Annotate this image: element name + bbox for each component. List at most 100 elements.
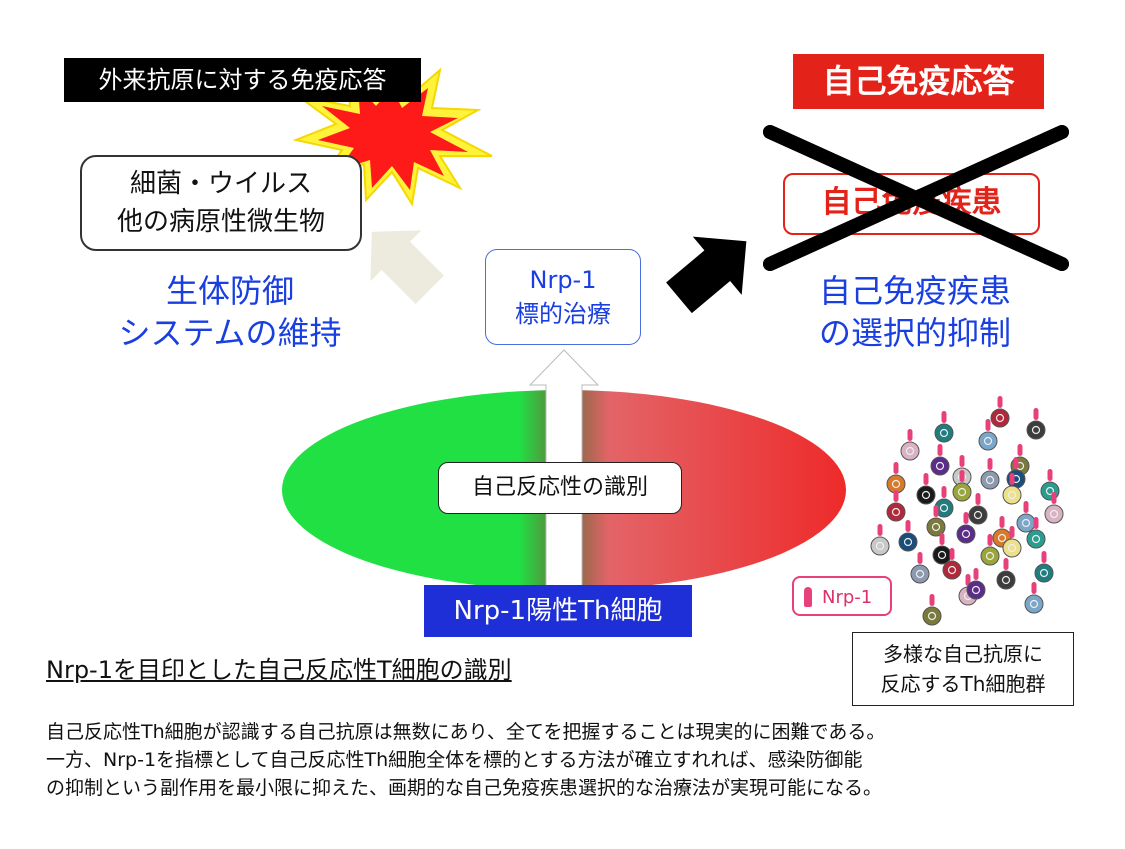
nrp-marker-icon: [1013, 457, 1019, 469]
treatment-box: Nrp-1 標的治療: [485, 249, 641, 345]
cell-nucleus-icon: [891, 479, 901, 489]
cell-nucleus-icon: [1007, 490, 1017, 500]
th-cell-icon: [980, 546, 1000, 566]
nrp-marker-icon: [941, 486, 947, 498]
th-cell-icon: [942, 560, 962, 580]
nrp-marker-icon: [907, 429, 913, 441]
cell-nucleus-icon: [939, 428, 949, 438]
treatment-line-1: Nrp-1: [529, 266, 597, 294]
nrp-marker-icon: [1033, 408, 1039, 420]
nrp-marker-icon: [1047, 469, 1053, 481]
cell-nucleus-icon: [1029, 599, 1039, 609]
body-line-3: の抑制という副作用を最小限に抑えた、画期的な自己免疫疾患選択的な治療法が実現可能…: [46, 777, 883, 799]
nrp-legend-label: Nrp-1: [822, 587, 873, 608]
nrp-marker-icon: [929, 594, 935, 606]
nrp-marker-icon: [959, 455, 965, 467]
nrp-marker-icon: [965, 574, 971, 586]
defense-line-1: 生体防御: [165, 272, 294, 310]
cell-nucleus-icon: [1045, 486, 1055, 496]
body-line-2: 一方、Nrp-1を指標として自己反応性Th細胞全体を標的とする方法が確立すれれば…: [46, 749, 863, 771]
defense-arrow-icon: [370, 230, 444, 304]
nrp-legend: Nrp-1: [792, 576, 892, 616]
nrp-marker-icon: [877, 524, 883, 536]
treatment-line-2: 標的治療: [515, 300, 611, 328]
autoimmune-response-label: 自己免疫応答: [793, 54, 1044, 109]
recognition-label: 自己反応性の識別: [438, 462, 682, 514]
cell-nucleus-icon: [973, 510, 983, 520]
nrp-marker-icon: [893, 462, 899, 474]
th-cell-icon: [968, 505, 988, 525]
cell-nucleus-icon: [915, 569, 925, 579]
cell-nucleus-icon: [903, 537, 913, 547]
th-cell-icon: [886, 502, 906, 522]
defense-line-2: システムの維持: [118, 314, 342, 352]
cell-nucleus-icon: [997, 533, 1007, 543]
nrp-marker-icon: [1009, 473, 1015, 485]
nrp-marker-icon: [905, 520, 911, 532]
diverse-line-2: 反応するTh細胞群: [880, 672, 1046, 696]
th-cell-icon: [916, 485, 936, 505]
cell-nucleus-icon: [875, 541, 885, 551]
nrp-marker-icon: [923, 473, 929, 485]
nrp-marker-icon: [1017, 444, 1023, 456]
th-cell-icon: [956, 524, 976, 544]
th-cell-icon: [910, 564, 930, 584]
body-line-1: 自己反応性Th細胞が認識する自己抗原は無数にあり、全てを把握することは現実的に困…: [46, 721, 886, 743]
th-cell-icon: [898, 532, 918, 552]
nrp-marker-icon: [939, 533, 945, 545]
cell-nucleus-icon: [985, 551, 995, 561]
th-cell-icon: [1016, 513, 1036, 533]
nrp-marker-icon: [1051, 492, 1057, 504]
nrp-marker-icon: [985, 419, 991, 431]
suppression-line-1: 自己免疫疾患: [818, 272, 1011, 310]
pathogen-line-1: 細菌・ウイルス: [129, 169, 312, 199]
pathogen-box: 細菌・ウイルス 他の病原性微生物: [80, 155, 362, 251]
cell-nucleus-icon: [983, 436, 993, 446]
th-cell-icon: [1026, 420, 1046, 440]
th-cell-icon: [952, 482, 972, 502]
nrp-marker-icon: [975, 493, 981, 505]
cell-nucleus-icon: [1007, 543, 1017, 553]
disease-box: 自己免疫疾患: [783, 173, 1040, 235]
cell-nucleus-icon: [971, 585, 981, 595]
nrp-marker-icon: [804, 587, 812, 607]
cell-nucleus-icon: [985, 475, 995, 485]
cell-nucleus-icon: [957, 487, 967, 497]
nrp-marker-icon: [959, 470, 965, 482]
nrp-marker-icon: [941, 411, 947, 423]
diverse-cells-label: 多様な自己抗原に 反応するTh細胞群: [852, 632, 1074, 706]
th-cell-icon: [978, 431, 998, 451]
nrp-marker-icon: [917, 552, 923, 564]
th-cell-icon: [996, 570, 1016, 590]
cell-nucleus-icon: [905, 446, 915, 456]
suppression-line-2: の選択的抑制: [818, 314, 1011, 352]
cell-nucleus-icon: [939, 503, 949, 513]
nrp-marker-icon: [1003, 558, 1009, 570]
nrp-marker-icon: [987, 458, 993, 470]
cell-nucleus-icon: [921, 490, 931, 500]
th-cell-icon: [1026, 529, 1046, 549]
nrp-marker-icon: [1033, 517, 1039, 529]
th-cell-icon: [922, 606, 942, 626]
cell-nucleus-icon: [937, 550, 947, 560]
cell-nucleus-icon: [1049, 509, 1059, 519]
nrp-marker-icon: [1009, 526, 1015, 538]
section-heading: Nrp-1を目印とした自己反応性T細胞の識別: [46, 656, 512, 684]
suppression-label: 自己免疫疾患 の選択的抑制: [780, 270, 1050, 354]
th-cell-label: Nrp-1陽性Th細胞: [424, 585, 692, 637]
th-cell-icon: [1024, 594, 1044, 614]
nrp-marker-icon: [997, 396, 1003, 408]
th-cell-icon: [900, 441, 920, 461]
nrp-marker-icon: [1023, 501, 1029, 513]
cell-nucleus-icon: [1031, 534, 1041, 544]
cell-nucleus-icon: [1031, 425, 1041, 435]
nrp-marker-icon: [893, 490, 899, 502]
diverse-line-1: 多様な自己抗原に: [883, 642, 1043, 666]
cell-nucleus-icon: [931, 522, 941, 532]
nrp-marker-icon: [937, 444, 943, 456]
pathogen-line-2: 他の病原性微生物: [116, 207, 325, 237]
th-cell-icon: [966, 580, 986, 600]
th-cell-icon: [934, 423, 954, 443]
th-cell-icon: [1002, 538, 1022, 558]
defense-label: 生体防御 システムの維持: [80, 270, 380, 354]
